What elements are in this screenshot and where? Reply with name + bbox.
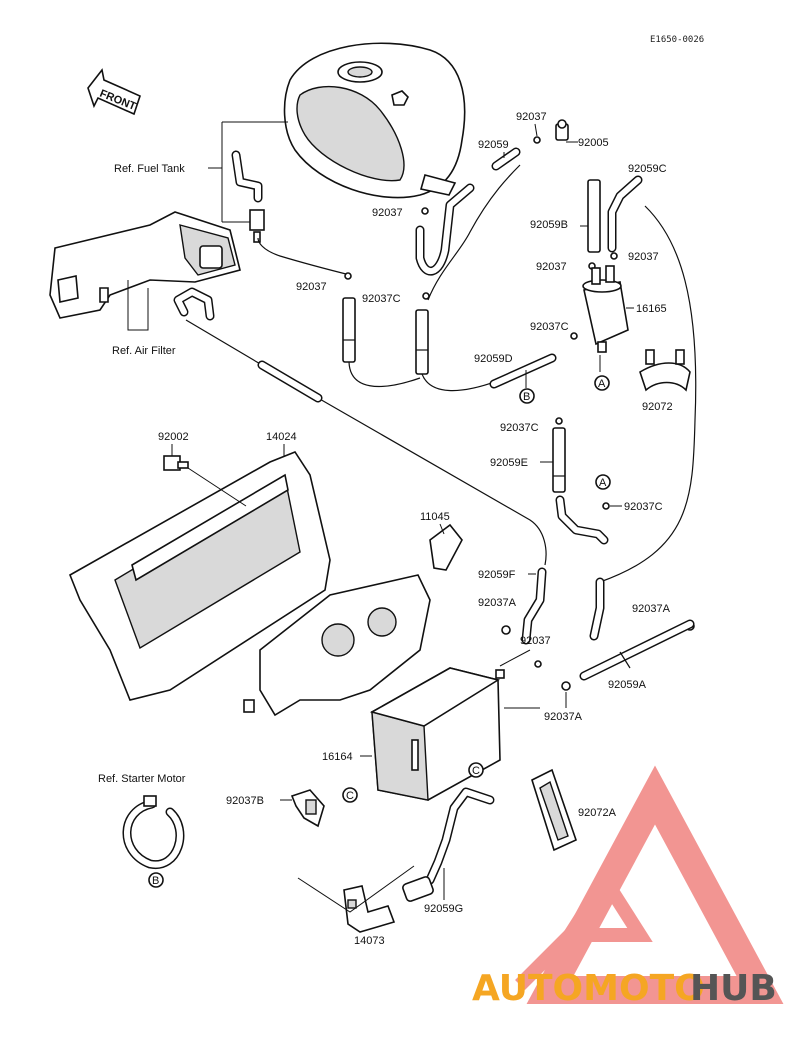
part-label-92072: 92072 [642,401,673,413]
hose-92059F [521,567,547,645]
hose-92059 [491,147,521,171]
hose-92059G [402,787,495,902]
clamp-92037B [290,789,325,828]
ref-air-filter-label: Ref. Air Filter [112,345,176,357]
part-label-92059B: 92059B [530,219,568,231]
part-label-92059F: 92059F [478,569,516,581]
part-label-92037-top: 92037 [516,111,547,123]
part-label-92059C: 92059C [628,163,667,175]
fuel-filter-16165 [582,265,629,353]
air-filter-reference [49,211,241,319]
part-label-14024: 14024 [266,431,297,443]
fuel-tank-fitting [231,150,265,243]
part-label-92059G: 92059G [424,903,463,915]
part-label-92037A-2: 92037A [632,603,671,615]
marker-a2: A [595,474,611,490]
hose-92059E [552,427,566,493]
fuel-tank-reference [283,42,466,199]
part-label-16164: 16164 [322,751,353,763]
hose-right-vertical [589,577,605,641]
part-label-92005: 92005 [578,137,609,149]
starter-motor-band-reference [122,795,185,869]
bracket-11045 [243,523,463,717]
vent-tube-segment [257,360,323,403]
tank-drain-hose [415,183,475,276]
ref-starter-motor-label: Ref. Starter Motor [98,773,186,785]
hose-92059D [489,353,557,389]
part-label-92037C-4: 92037C [624,501,663,513]
marker-c2: C [468,762,484,778]
front-arrow-icon: FRONT [87,68,141,116]
part-label-92037-c: 92037 [628,251,659,263]
marker-b1: B [519,388,535,404]
part-label-92059A: 92059A [608,679,647,691]
svg-text:B: B [152,875,159,887]
part-label-11045: 11045 [420,511,450,523]
part-label-92037-left: 92037 [372,207,403,219]
hose-92059A [579,619,695,681]
bracket-92072 [639,349,691,392]
part-label-14073: 14073 [354,935,385,947]
bolt-92002 [163,455,189,471]
part-label-92059: 92059 [478,139,509,151]
part-label-92037B: 92037B [226,795,264,807]
hose-u-bend [555,495,609,545]
vertical-tube-left [342,297,356,363]
watermark-part1: AUTOMOTO [472,968,705,1009]
part-label-92037-a: 92037 [296,281,327,293]
canister-16164 [369,667,505,801]
part-label-92002: 92002 [158,431,189,443]
svg-text:A: A [599,477,607,489]
watermark-part2: HUB [690,968,777,1009]
watermark-logo-triangle [515,765,784,1004]
part-label-16165: 16165 [636,303,667,315]
part-label-92037C-mid: 92037C [362,293,401,305]
ref-fuel-tank-label: Ref. Fuel Tank [114,163,185,175]
part-label-92072A: 92072A [578,807,617,819]
svg-text:C: C [472,765,480,777]
part-label-92037A-1: 92037A [478,597,517,609]
fitting-92005 [555,119,569,141]
elbow-14073 [343,885,396,933]
cover-14024 [68,451,331,701]
svg-text:C: C [346,790,354,802]
hose-92059B [587,179,601,253]
part-label-92037C-3: 92037C [500,422,539,434]
part-label-92037C-2: 92037C [530,321,569,333]
marker-c1: C [342,787,358,803]
part-label-92037A-3: 92037A [544,711,583,723]
vertical-tube-right [415,309,429,375]
part-label-92059D: 92059D [474,353,513,365]
svg-text:B: B [523,391,530,403]
watermark-logo-text: AUTOMOTO HUB [472,968,777,1009]
marker-b2: B [148,872,164,888]
strap-92072A [531,768,577,852]
part-label-92037-bottom: 92037 [520,635,551,647]
marker-a1: A [594,375,610,391]
diagram-code: E1650-0026 [650,35,704,45]
part-label-92037-b: 92037 [536,261,567,273]
part-label-92059E: 92059E [490,457,528,469]
hose-92059C [607,175,643,253]
svg-text:A: A [598,378,606,390]
